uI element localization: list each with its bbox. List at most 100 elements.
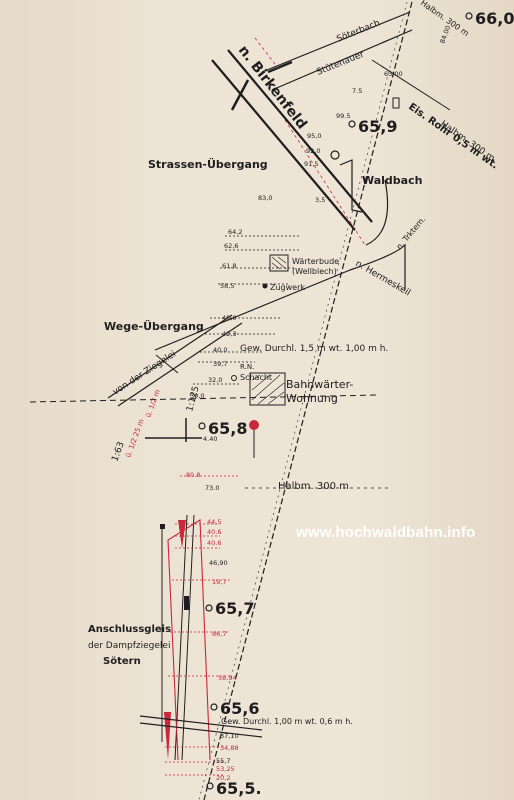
chain-29: 37,10 — [220, 732, 239, 740]
label-waerter2: (Wellblech) — [292, 267, 337, 276]
chain-11: 61,8 — [222, 262, 236, 270]
km-circle-65-6 — [210, 703, 218, 711]
label-anschluss3: Sötern — [103, 656, 141, 667]
label-trkt: n. Trktem. — [395, 215, 428, 252]
km-65-9: 65,9 — [358, 117, 397, 136]
railway-centerline — [203, 1, 413, 800]
waldbach-bank — [339, 159, 363, 213]
label-hermeskeil: n. Hermeskeil — [354, 259, 412, 299]
label-waerter1: Wärterbude — [292, 257, 339, 266]
chain-18: 30,0 — [190, 392, 204, 400]
red-chainage-ticks — [165, 475, 240, 776]
label-gefaelle: ü. 1/2 25 m — [124, 418, 145, 459]
road-birkenfeld-right — [227, 49, 373, 223]
label-soeternaer: Stütenauer — [315, 50, 366, 78]
km-65-6: 65,6 — [220, 699, 259, 718]
label-zieglei: von der Ziegelei — [111, 349, 178, 397]
chain-2: 7.5 — [352, 87, 362, 95]
km-circle-65-7 — [205, 604, 213, 612]
label-schacht: Schacht — [240, 373, 272, 382]
red-guide-top — [254, 37, 279, 69]
chain-33: 20,2 — [216, 774, 230, 782]
waerterbude-box — [269, 254, 289, 272]
siding-stop-2 — [184, 596, 189, 610]
chain-27: 86,7 — [212, 630, 226, 638]
label-halbm-mid: Halbm. 300 m — [278, 481, 349, 492]
label-anschluss1: Anschlussgleis — [88, 624, 171, 635]
lower-culvert-1 — [139, 715, 263, 731]
road-birkenfeld-left — [211, 59, 356, 231]
wege-road-2 — [117, 322, 243, 407]
siding-stop-1 — [160, 524, 165, 529]
siding-red-wedge-1 — [164, 712, 171, 760]
siding-rail-2 — [181, 514, 195, 761]
siding-red-wedge-2 — [178, 520, 186, 548]
chain-0: 84.00 — [438, 24, 452, 44]
chain-23: 40.6 — [207, 528, 221, 536]
km-circle-65-5 — [206, 782, 214, 790]
label-bahnw1: Bahnwärter- — [286, 378, 353, 391]
km-circle-66-0 — [465, 12, 473, 20]
chain-3: 99.5 — [336, 112, 350, 120]
watermark: www.hochwaldbahn.info — [296, 524, 476, 541]
culvert-symbol — [330, 150, 340, 160]
km-65-5: 65,5. — [216, 779, 262, 798]
chain-21: 73.0 — [205, 484, 219, 492]
km-65-7: 65,7 — [215, 599, 254, 618]
chain-15: 40,0 — [213, 346, 227, 354]
km-marker-red — [249, 420, 259, 430]
chain-25: 46,90 — [209, 559, 228, 567]
road-branch-2 — [267, 60, 293, 74]
road-hermeskeil-2 — [349, 243, 406, 290]
chain-24: 40.6 — [207, 539, 221, 547]
chain-14: 42,3 — [222, 330, 236, 338]
chain-19: 4.40 — [203, 435, 217, 443]
chain-16: 39,7 — [213, 360, 227, 368]
chain-22: 44.5 — [207, 518, 221, 526]
wege-road-1 — [107, 314, 233, 399]
zugwerk-symbol — [262, 283, 268, 289]
road-branch — [230, 79, 250, 111]
chain-32: 53,25 — [216, 765, 235, 773]
siding-rail-1 — [174, 514, 188, 761]
chain-12: 58,5 — [220, 282, 234, 290]
label-strassen: Strassen-Übergang — [148, 157, 268, 171]
label-durchl1: Gew. Durchl. 1,5 m wt. 1,00 m h. — [240, 344, 388, 354]
waldbach-stream — [365, 179, 389, 246]
km-circle-65-9 — [348, 120, 356, 128]
wege-tick — [155, 354, 179, 374]
chain-13: 48,0 — [222, 314, 236, 322]
label-bahnw2: Wohnung — [286, 392, 338, 405]
label-rn: R.N. — [240, 363, 254, 371]
soeterbach-bank-2 — [271, 29, 413, 91]
label-halbm-top: Halbm. 300 m — [438, 119, 496, 164]
label-soeterbach: Söterbach — [335, 18, 381, 44]
chain-7: 83,0 — [258, 194, 272, 202]
chainage-ticks — [193, 235, 300, 385]
label-anschluss2: der Dampfziegelei — [88, 641, 170, 651]
dashed-crossline — [29, 394, 379, 403]
label-wege: Wege-Übergang — [104, 319, 204, 333]
chain-4: 95,0 — [307, 132, 321, 140]
chain-17: 32,0 — [208, 376, 222, 384]
label-durchl2: Gew. Durchl. 1,00 m wt. 0,6 m h. — [221, 717, 353, 726]
bahnwaerter-house — [249, 372, 286, 406]
chain-10: 62,6 — [224, 242, 238, 250]
chain-28: 58,94 — [218, 674, 237, 682]
road-hermeskeil-1 — [154, 269, 351, 351]
label-zugwerk: Zugwerk — [270, 283, 305, 292]
chain-5: 92,0 — [306, 147, 320, 155]
pipe-line — [371, 59, 451, 111]
siding-red-curve — [167, 519, 211, 761]
soeterbach-bank-1 — [261, 11, 411, 73]
chain-20: 80.8 — [186, 471, 200, 479]
chain-30: 34,88 — [220, 744, 239, 752]
chain-6: 91,5 — [304, 160, 318, 168]
schacht-symbol — [231, 375, 237, 381]
label-waldbach: Waldbach — [362, 174, 422, 187]
label-gefaelle2: ü. 1/2 m — [144, 388, 162, 418]
km-65-8: 65,8 — [208, 419, 247, 438]
chain-1: 63,00 — [384, 70, 403, 78]
